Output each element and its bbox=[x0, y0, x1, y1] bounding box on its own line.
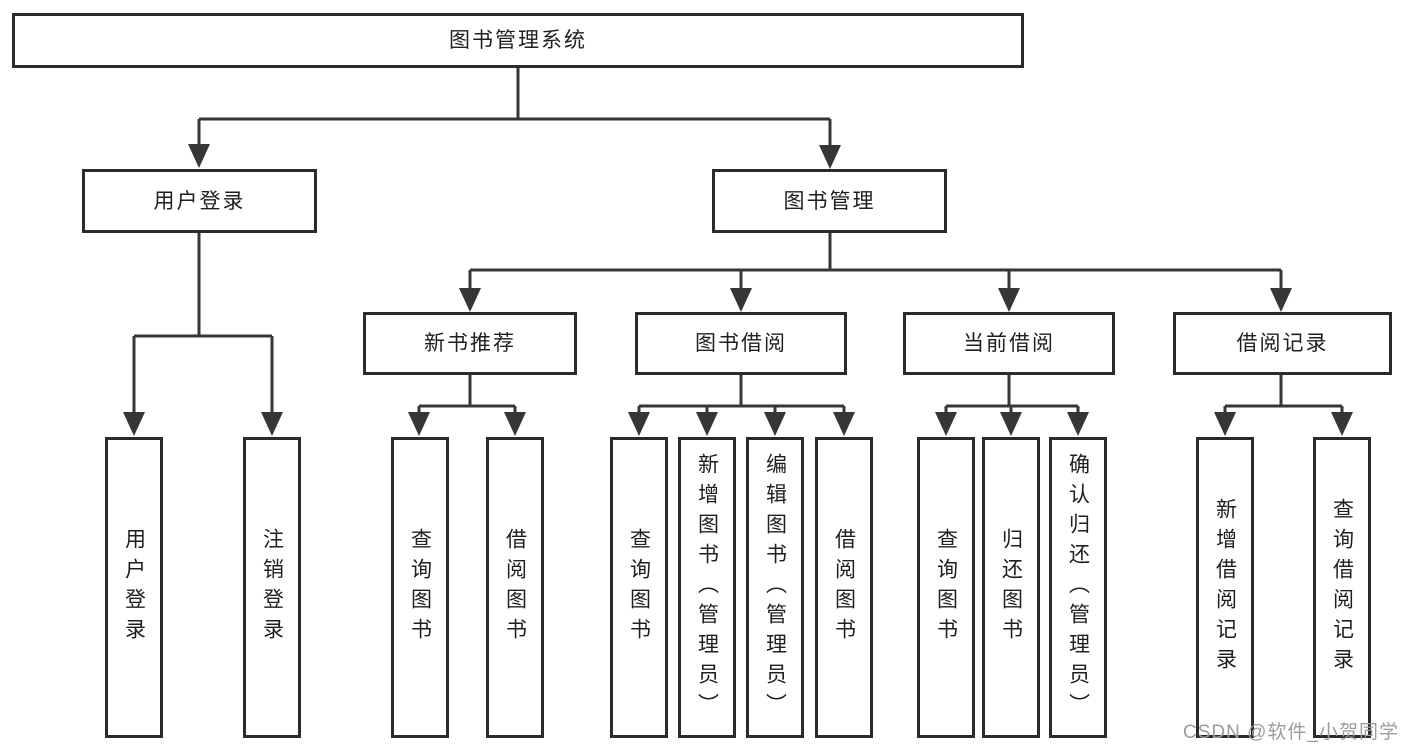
csdn-watermark: CSDN @软件_小贺同学 bbox=[1183, 722, 1399, 743]
leaf-add-book-admin: 新增图书（管理员） bbox=[678, 437, 736, 738]
leaf-recommend-query-books: 查询图书 bbox=[391, 437, 449, 738]
leaf-recommend-borrow-books: 借阅图书 bbox=[486, 437, 544, 738]
leaf-edit-book-admin: 编辑图书（管理员） bbox=[746, 437, 804, 738]
leaf-current-query-books: 查询图书 bbox=[917, 437, 975, 738]
leaf-return-book: 归还图书 bbox=[982, 437, 1040, 738]
node-book-management: 图书管理 bbox=[712, 169, 947, 233]
node-user-login: 用户登录 bbox=[82, 169, 317, 233]
leaf-borrow-books: 借阅图书 bbox=[815, 437, 873, 738]
leaf-query-borrow-record: 查询借阅记录 bbox=[1313, 437, 1371, 738]
leaf-confirm-return-admin: 确认归还（管理员） bbox=[1049, 437, 1107, 738]
leaf-borrow-query-books: 查询图书 bbox=[610, 437, 668, 738]
leaf-logout: 注销登录 bbox=[243, 437, 301, 738]
node-root: 图书管理系统 bbox=[12, 13, 1024, 68]
node-current-borrow: 当前借阅 bbox=[903, 312, 1115, 375]
node-borrow-records: 借阅记录 bbox=[1173, 312, 1392, 375]
node-new-book-recommend: 新书推荐 bbox=[363, 312, 577, 375]
leaf-user-login: 用户登录 bbox=[105, 437, 163, 738]
leaf-add-borrow-record: 新增借阅记录 bbox=[1196, 437, 1254, 738]
node-book-borrow: 图书借阅 bbox=[635, 312, 847, 375]
